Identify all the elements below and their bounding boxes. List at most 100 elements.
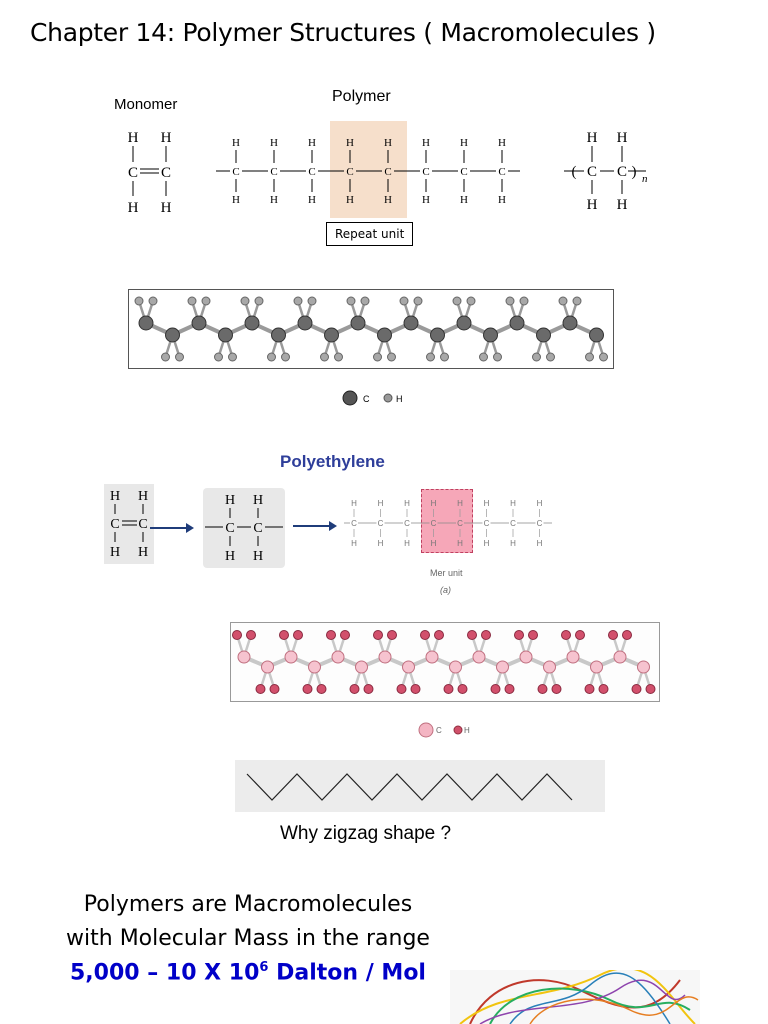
summary-line-2: with Molecular Mass in the range <box>66 926 430 951</box>
hydrogen-atom <box>161 352 170 362</box>
hydrogen-atom <box>302 684 313 694</box>
svg-text:H: H <box>510 539 516 548</box>
hydrogen-atom <box>254 296 264 306</box>
pe-chain-carbon: HCH <box>510 499 516 548</box>
svg-text:H: H <box>225 549 235 564</box>
hydrogen-atom <box>246 630 256 640</box>
carbon-atom <box>324 327 339 343</box>
hydrogen-atom <box>466 296 476 306</box>
pe-monomer-box <box>104 484 154 564</box>
svg-text:C: C <box>378 519 384 528</box>
carbon-atom <box>562 315 578 331</box>
svg-text:H: H <box>537 539 543 548</box>
chain-carbon-group: HCH <box>498 137 506 206</box>
svg-text:C: C <box>253 521 262 536</box>
svg-text:H: H <box>225 493 235 508</box>
svg-text:H: H <box>587 197 598 213</box>
zigzag-question: Why zigzag shape ? <box>280 823 452 844</box>
svg-text:H: H <box>404 499 410 508</box>
carbon-atom <box>509 315 525 331</box>
svg-text:H: H <box>378 499 384 508</box>
hydrogen-atom <box>334 352 343 362</box>
summary-line-1: Polymers are Macromolecules <box>83 892 413 917</box>
hydrogen-atom <box>584 684 595 694</box>
svg-text:C: C <box>537 519 543 528</box>
hydrogen-atom <box>413 296 423 306</box>
pe-chain-carbon: HCH <box>404 499 410 548</box>
carbon-atom <box>402 660 415 674</box>
pe-chain-carbon: HCH <box>537 499 543 548</box>
svg-text:C: C <box>225 521 234 536</box>
svg-text:C: C <box>270 166 277 178</box>
monomer-label: Monomer <box>114 96 178 113</box>
chain-carbon-group: HCH <box>308 137 316 206</box>
svg-text:C: C <box>138 517 147 532</box>
svg-text:H: H <box>346 137 354 149</box>
hydrogen-atom <box>349 684 360 694</box>
svg-text:H: H <box>460 137 468 149</box>
svg-text:C: C <box>617 164 627 180</box>
svg-text:C: C <box>484 519 490 528</box>
chain-carbon-group: HCH <box>270 137 278 206</box>
hydrogen-atom <box>546 352 555 362</box>
hydrogen-atom <box>255 684 266 694</box>
carbon-atom <box>449 660 462 674</box>
mer-unit-label: Mer unit <box>430 568 463 578</box>
ball-stick-model-gray <box>128 289 614 369</box>
hydrogen-atom <box>608 630 618 640</box>
hydrogen-atom <box>187 296 197 306</box>
hydrogen-atom <box>558 296 568 306</box>
hydrogen-atom <box>537 684 548 694</box>
svg-text:C: C <box>422 166 429 178</box>
zigzag-chain <box>235 760 605 812</box>
hydrogen-atom <box>346 296 356 306</box>
chain-carbon-group: HCH <box>232 137 240 206</box>
hydrogen-atom <box>434 630 444 640</box>
hydrogen-atom <box>316 684 327 694</box>
hydrogen-atom <box>293 630 303 640</box>
hydrogen-atom <box>279 630 289 640</box>
svg-text:H: H <box>422 194 430 206</box>
carbon-atom <box>284 650 298 664</box>
svg-text:H: H <box>351 539 357 548</box>
svg-text:C: C <box>384 166 391 178</box>
hydrogen-atom <box>387 630 397 640</box>
svg-text:C: C <box>510 519 516 528</box>
svg-text:H: H <box>270 137 278 149</box>
hydrogen-atom <box>363 684 374 694</box>
svg-text:): ) <box>632 164 637 180</box>
pe-chain-structure: HCHHCHHCHHCHHCHHCHHCHHCHHCH <box>344 499 552 548</box>
svg-text:H: H <box>384 137 392 149</box>
hydrogen-atom <box>326 630 336 640</box>
hydrogen-atom <box>528 630 538 640</box>
hydrogen-atom <box>452 296 462 306</box>
svg-text:H: H <box>253 549 263 564</box>
hydrogen-atom <box>420 630 430 640</box>
hydrogen-atom <box>387 352 396 362</box>
hydrogen-atom <box>134 296 144 306</box>
arrow-1 <box>150 523 194 533</box>
pe-repeat-box <box>203 488 285 568</box>
pe-chain-carbon: HCH <box>431 499 437 548</box>
svg-text:H: H <box>617 197 628 213</box>
svg-text:H: H <box>232 194 240 206</box>
svg-text:C: C <box>404 519 410 528</box>
svg-text:H: H <box>128 200 139 216</box>
carbon-atom <box>331 650 345 664</box>
hydrogen-atom <box>440 352 449 362</box>
carbon-atom <box>496 660 509 674</box>
hydrogen-atom <box>504 684 515 694</box>
repeat-unit-label: Repeat unit <box>326 222 414 246</box>
pe-chain-carbon: HCH <box>457 499 463 548</box>
hydrogen-atom <box>598 684 609 694</box>
hydrogen-atom <box>457 684 468 694</box>
hydrogen-atom <box>373 352 382 362</box>
hydrogen-atom <box>340 630 350 640</box>
svg-text:H: H <box>464 726 470 735</box>
hydrogen-atom <box>320 352 329 362</box>
